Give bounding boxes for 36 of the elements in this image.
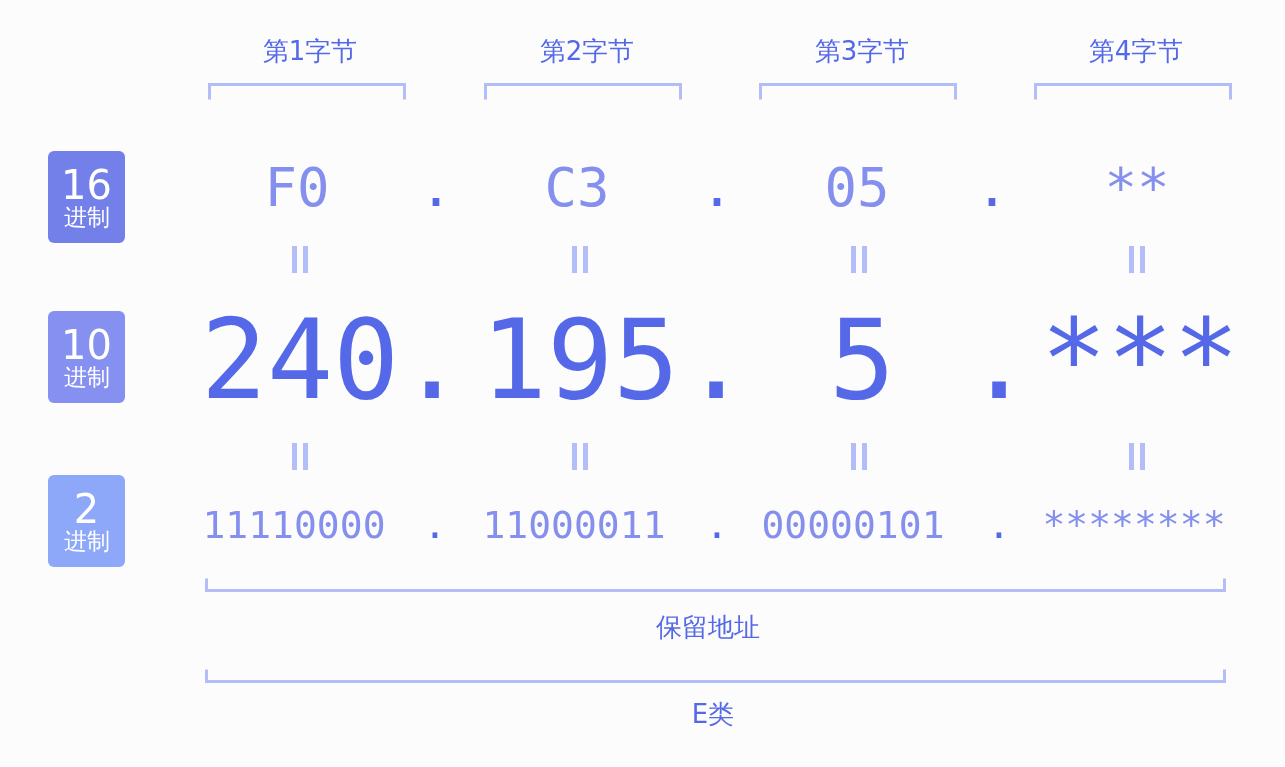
dot-separator: . [682,360,750,401]
binary-value: 00000101 [761,506,945,544]
binary-value: ******** [1042,506,1226,544]
dot-separator: . [705,525,729,540]
badge-number: 10 [61,325,112,365]
decimal-value: *** [1040,305,1240,415]
hex-value: ** [1104,161,1170,215]
byte-heading: 第3字节 [814,38,910,64]
dot-separator: . [965,360,1033,401]
base-badge [48,151,125,243]
badge-number: 2 [73,489,100,529]
base-badge [48,475,125,567]
decimal-value: 240 [200,305,400,415]
binary-value: 11110000 [202,506,386,544]
byte-heading: 第4字节 [1088,38,1184,64]
hex-value: C3 [544,161,610,215]
dot-separator: . [987,525,1011,540]
hex-value: F0 [264,161,330,215]
badge-number: 16 [61,165,112,205]
base-badge [48,311,125,403]
badge-unit: 进制 [63,366,110,389]
badge-unit: 进制 [63,206,110,229]
badge-unit: 进制 [63,530,110,553]
bracket-label: E类 [691,701,735,727]
bracket-label: 保留地址 [656,614,760,640]
decimal-value: 5 [828,305,896,415]
decimal-value: 195 [480,305,680,415]
dot-separator: . [700,188,734,208]
binary-value: 11000011 [482,506,666,544]
dot-separator: . [975,188,1009,208]
hex-value: 05 [824,161,890,215]
byte-heading: 第2字节 [539,38,635,64]
dot-separator: . [398,360,466,401]
byte-heading: 第1字节 [262,38,358,64]
dot-separator: . [419,188,453,208]
dot-separator: . [423,525,447,540]
